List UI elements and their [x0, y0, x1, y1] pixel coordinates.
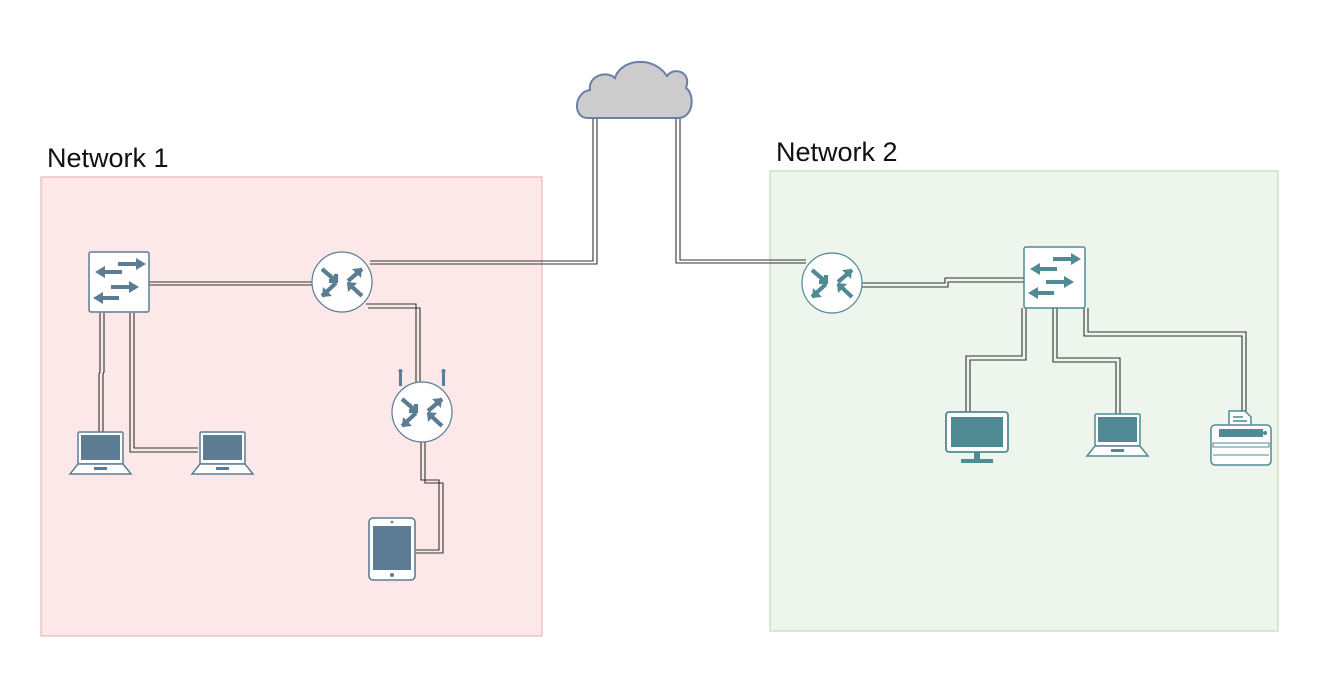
cable-cloud-router2 — [675, 118, 806, 264]
cable-router1-cloud — [370, 118, 598, 265]
cable-switch2-printer — [1083, 308, 1247, 412]
laptop-icon — [1085, 413, 1150, 457]
cable-switch1-laptop1 — [98, 313, 105, 432]
network-1-area — [40, 176, 543, 637]
printer-icon — [1210, 410, 1272, 466]
router-icon — [311, 251, 373, 313]
cables — [98, 118, 1247, 554]
cable-switch2-laptop3 — [1052, 308, 1121, 414]
cloud-icon — [576, 60, 693, 119]
laptop-icon — [68, 431, 133, 475]
cable-router1-wireless-router — [366, 303, 421, 388]
network-2-label: Network 2 — [776, 137, 898, 167]
desktop-monitor-icon — [945, 411, 1009, 463]
wireless-router-icon — [391, 369, 453, 443]
tablet-icon — [368, 517, 416, 581]
network-2-area — [769, 170, 1279, 632]
router-icon — [801, 252, 863, 314]
switch-icon — [1023, 246, 1086, 309]
cable-switch1-laptop2 — [129, 313, 198, 453]
cable-switch1-router1 — [149, 281, 312, 286]
cable-router2-switch2 — [862, 277, 1024, 288]
switch-icon — [88, 251, 150, 313]
network-1-label: Network 1 — [47, 143, 169, 173]
laptop-icon — [190, 431, 255, 475]
cable-switch2-monitor — [965, 308, 1027, 412]
cable-wireless-router-tablet — [416, 438, 444, 554]
